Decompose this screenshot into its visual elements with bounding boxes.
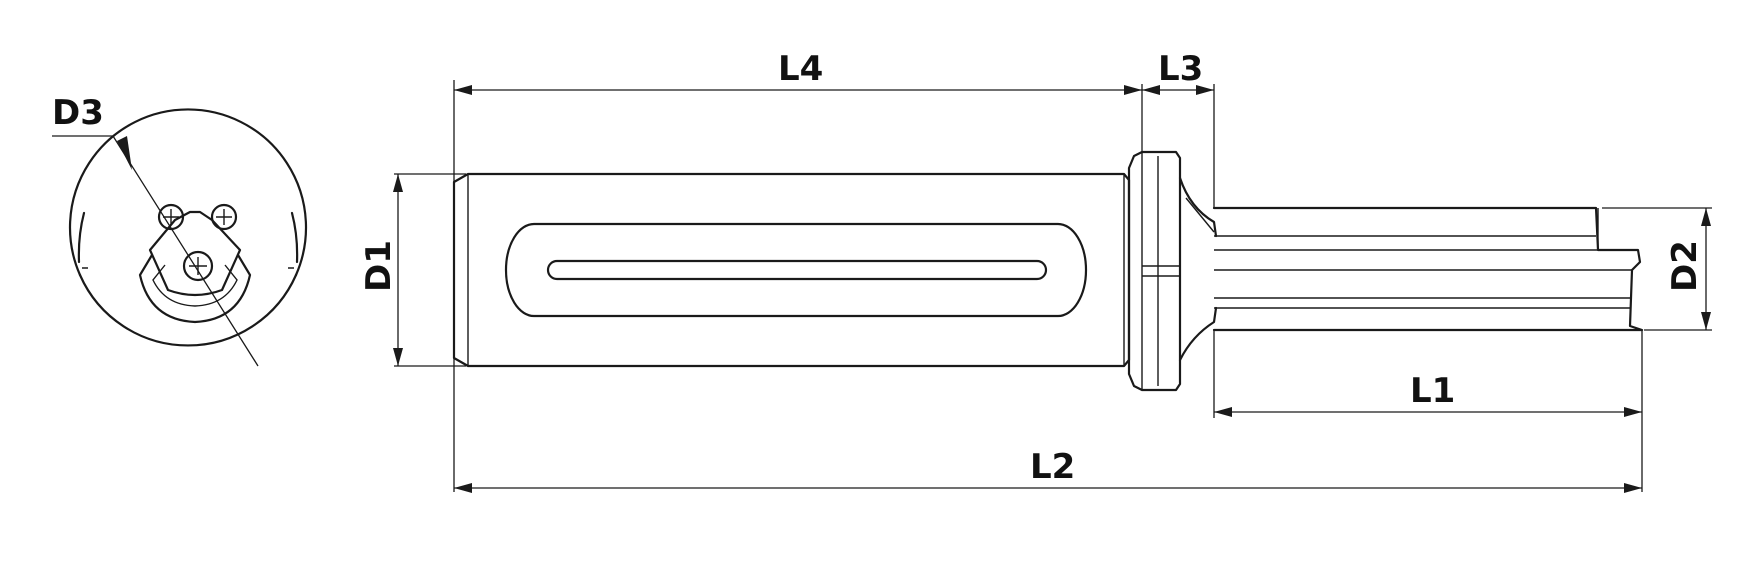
end-view: D3: [52, 93, 308, 367]
side-view: [452, 150, 1644, 392]
label-l1: L1: [1410, 371, 1455, 411]
shank-body: [452, 172, 1131, 368]
dimensions: L4 L3 D1 D2 L1 L2: [359, 49, 1712, 493]
label-l2: L2: [1030, 447, 1075, 487]
tool-body: [1212, 206, 1644, 332]
label-d3: D3: [52, 93, 104, 133]
label-l3: L3: [1158, 49, 1203, 89]
label-d1: D1: [359, 240, 399, 292]
label-l4: L4: [778, 49, 823, 89]
shank-slot: [546, 259, 1048, 281]
d3-arrowhead: [117, 136, 132, 170]
collar-flange: [1127, 150, 1182, 392]
label-d2: D2: [1665, 240, 1705, 292]
shank-flat: [504, 222, 1088, 318]
